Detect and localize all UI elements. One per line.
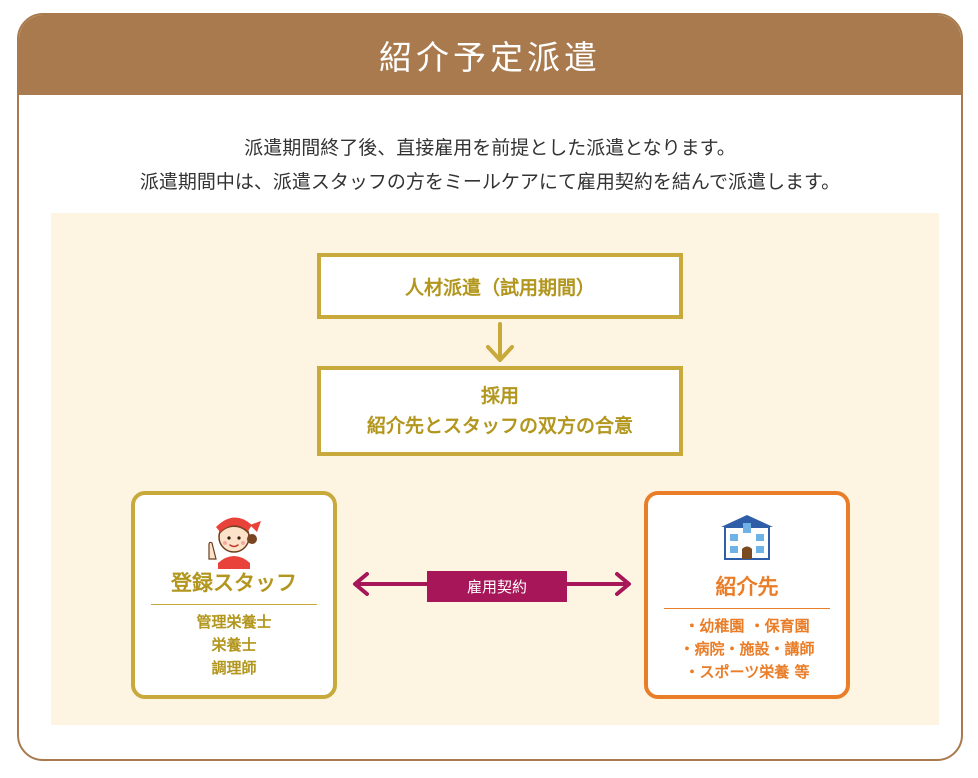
flow-step-hiring: 採用 紹介先とスタッフの双方の合意 xyxy=(317,366,683,456)
divider xyxy=(664,608,830,609)
placement-client-card: 紹介先 ・幼稚園 ・保育園 ・病院・施設・講師 ・スポーツ栄養 等 xyxy=(644,491,850,699)
list-item: ・幼稚園 ・保育園 xyxy=(684,617,810,635)
flow-step-dispatch: 人材派遣（試用期間） xyxy=(317,253,683,319)
registered-staff-title: 登録スタッフ xyxy=(171,571,297,595)
list-item: 調理師 xyxy=(211,659,257,677)
staff-illustration-icon xyxy=(208,517,261,569)
flow-step-hiring-condition: 紹介先とスタッフの双方の合意 xyxy=(366,415,633,437)
flow-step-dispatch-label: 人材派遣（試用期間） xyxy=(404,276,595,299)
list-item: ・病院・施設・講師 xyxy=(679,640,815,658)
staff-qualification-list: 管理栄養士 栄養士 調理師 xyxy=(135,611,333,680)
intro-line-2: 派遣期間中は、派遣スタッフの方をミールケアにて雇用契約を結んで派遣します。 xyxy=(139,171,841,193)
intro-card: 紹介予定派遣 派遣期間終了後、直接雇用を前提とした派遣となります。 派遣期間中は… xyxy=(17,13,963,761)
employment-contract-label: 雇用契約 xyxy=(427,571,567,602)
list-item: ・スポーツ栄養 等 xyxy=(684,663,810,681)
flow-diagram-panel: 人材派遣（試用期間） 採用 紹介先とスタッフの双方の合意 xyxy=(51,213,939,725)
flow-step-hiring-title: 採用 xyxy=(480,385,519,407)
intro-text: 派遣期間終了後、直接雇用を前提とした派遣となります。 派遣期間中は、派遣スタッフ… xyxy=(19,131,961,199)
page-title: 紹介予定派遣 xyxy=(379,38,601,77)
card-header: 紹介予定派遣 xyxy=(19,15,961,95)
registered-staff-card: 登録スタッフ 管理栄養士 栄養士 調理師 xyxy=(131,491,337,699)
intro-line-1: 派遣期間終了後、直接雇用を前提とした派遣となります。 xyxy=(244,137,736,159)
building-icon xyxy=(721,515,773,560)
list-item: 管理栄養士 xyxy=(196,613,272,631)
divider xyxy=(151,604,317,605)
down-arrow-icon xyxy=(486,322,514,362)
client-type-list: ・幼稚園 ・保育園 ・病院・施設・講師 ・スポーツ栄養 等 xyxy=(648,615,846,684)
list-item: 栄養士 xyxy=(211,636,257,654)
placement-client-title: 紹介先 xyxy=(715,575,779,599)
